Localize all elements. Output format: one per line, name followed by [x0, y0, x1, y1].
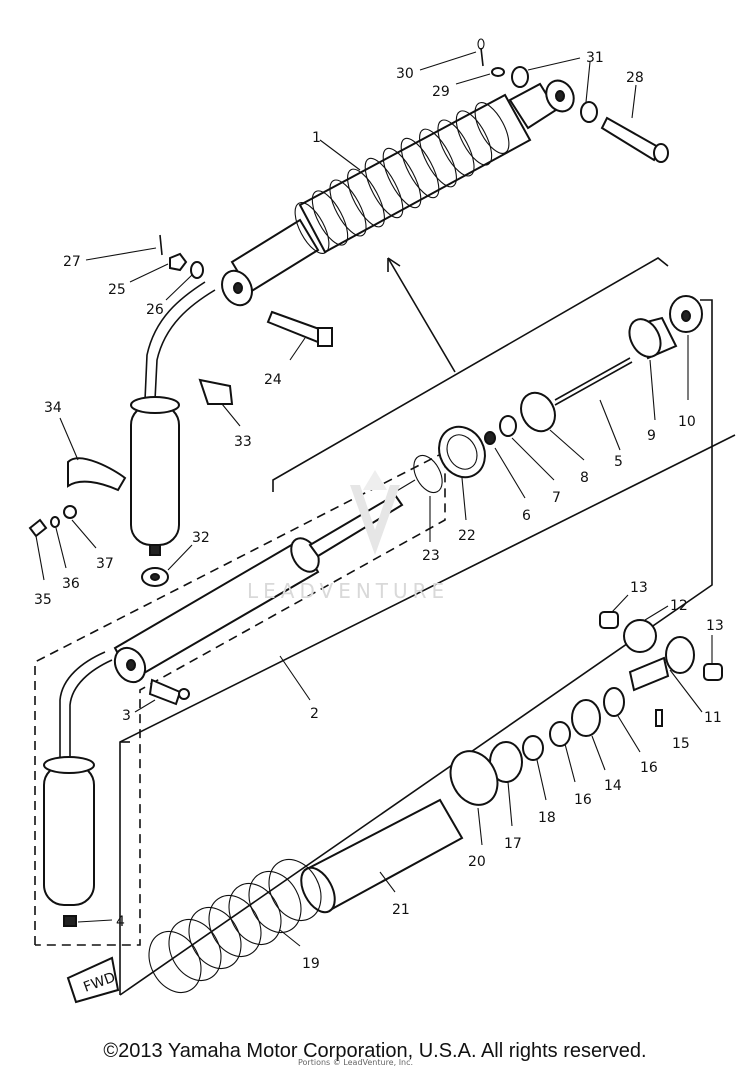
- callout-3: 3: [122, 708, 131, 724]
- callout-27: 27: [63, 254, 81, 270]
- seal-parts: [413, 295, 703, 494]
- callout-22: 22: [458, 528, 476, 544]
- callout-24: 24: [264, 372, 282, 388]
- callout-17: 17: [504, 836, 522, 852]
- callout-23: 23: [422, 548, 440, 564]
- fwd-arrow: FWD: [66, 956, 120, 1004]
- callout-26: 26: [146, 302, 164, 318]
- callout-37: 37: [96, 556, 114, 572]
- callout-20: 20: [468, 854, 486, 870]
- spring-parts: [148, 611, 723, 993]
- shock-absorber-exploded: [43, 479, 416, 927]
- callout-16b: 16: [640, 760, 658, 776]
- copyright-notice: ©2013 Yamaha Motor Corporation, U.S.A. A…: [103, 1040, 647, 1062]
- callouts: 1 2 3 4 5 6 7 8 9 10 11 12 13 13 14 15 1…: [34, 50, 724, 972]
- parts-diagram: FWD 1 2 3 4 5 6 7 8 9 10 11 12 13 13: [28, 38, 736, 1004]
- hardware-top: [28, 38, 669, 587]
- callout-4: 4: [116, 914, 125, 930]
- callout-32: 32: [192, 530, 210, 546]
- callout-8: 8: [580, 470, 589, 486]
- watermark-logo: LEADVENTURE: [247, 470, 449, 603]
- callout-30: 30: [396, 66, 414, 82]
- group-boundaries: [34, 257, 736, 996]
- callout-13b: 13: [706, 618, 724, 634]
- callout-9: 9: [647, 428, 656, 444]
- callout-14: 14: [604, 778, 622, 794]
- callout-12: 12: [670, 598, 688, 614]
- callout-18: 18: [538, 810, 556, 826]
- callout-13a: 13: [630, 580, 648, 596]
- callout-6: 6: [522, 508, 531, 524]
- watermark-text: LEADVENTURE: [247, 579, 449, 603]
- coil-spring: [148, 859, 322, 993]
- bellows: [294, 93, 532, 254]
- assembly-arrowhead: [387, 257, 401, 272]
- callout-35: 35: [34, 592, 52, 608]
- callout-34: 34: [44, 400, 62, 416]
- callout-10: 10: [678, 414, 696, 430]
- callout-5: 5: [614, 454, 623, 470]
- callout-36: 36: [62, 576, 80, 592]
- assembly-arrow: [387, 257, 456, 373]
- callout-19: 19: [302, 956, 320, 972]
- callout-31: 31: [586, 50, 604, 66]
- callout-29: 29: [432, 84, 450, 100]
- callout-11: 11: [704, 710, 722, 726]
- callout-1: 1: [312, 130, 321, 146]
- callout-28: 28: [626, 70, 644, 86]
- callout-16a: 16: [574, 792, 592, 808]
- callout-33: 33: [234, 434, 252, 450]
- callout-25: 25: [108, 282, 126, 298]
- shock-absorber-assembly: [130, 79, 575, 556]
- callout-21: 21: [392, 902, 410, 918]
- credit-notice: Portions © LeadVenture, Inc.: [298, 1058, 414, 1067]
- callout-15: 15: [672, 736, 690, 752]
- callout-2: 2: [310, 706, 319, 722]
- callout-7: 7: [552, 490, 561, 506]
